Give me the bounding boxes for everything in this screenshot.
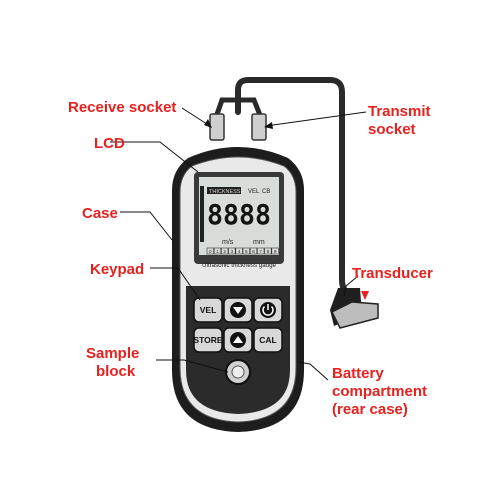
cable-fork — [212, 97, 265, 121]
lcd-unit-ms: m/s — [222, 239, 234, 246]
device-label: Ultrasonic thickness gauge — [202, 262, 277, 269]
lcd-digit-box — [228, 247, 236, 255]
battery-label-line2: compartment — [332, 383, 427, 400]
lcd-digit-cell: 4 — [238, 249, 241, 254]
battery-label-line3: (rear case) — [332, 401, 408, 418]
receive-socket-label: Receive socket — [68, 99, 176, 116]
lcd-mode-label: THICKNESS — [209, 189, 241, 195]
lcd-digit-cell: 8 — [267, 249, 270, 254]
lcd-digit-cell: 9 — [274, 249, 277, 254]
vel-key[interactable]: VEL — [193, 297, 223, 323]
keypad-label: Keypad — [90, 261, 144, 278]
cal-key[interactable]: CAL — [253, 327, 283, 353]
lcd-vel-label: VEL — [248, 189, 260, 195]
sample-block-label-line1: Sample — [86, 345, 139, 362]
transmit-socket-label-line2: socket — [368, 121, 416, 138]
keypad: VEL STORE CAL — [193, 297, 283, 353]
lcd-unit-mm: mm — [253, 239, 265, 246]
receive-socket-connector — [209, 113, 225, 141]
lcd-digit-cell: 6 — [252, 249, 255, 254]
lcd-digit-box — [264, 247, 272, 255]
battery-label-line1: Battery — [332, 365, 384, 382]
lcd-digit-cell: 3 — [231, 249, 234, 254]
callout-lines — [110, 107, 367, 381]
lcd-digit-cell: 1 — [216, 249, 219, 254]
transducer-label: Transducer — [352, 265, 433, 282]
transmit-socket-label-line1: Transmit — [368, 103, 431, 120]
lcd-digit-box — [206, 247, 214, 255]
vel-key-label: VEL — [200, 305, 217, 315]
lcd-digit-cell: 7 — [259, 249, 262, 254]
transducer-probe — [330, 288, 379, 329]
down-key[interactable] — [223, 297, 253, 323]
sample-block — [225, 359, 251, 385]
lcd-label: LCD — [94, 135, 125, 152]
lcd-digit-cell: 0 — [209, 249, 212, 254]
lcd-digit-box — [235, 247, 243, 255]
case-label: Case — [82, 205, 118, 222]
lcd-digit-box — [213, 247, 222, 255]
power-key[interactable] — [253, 297, 283, 323]
lcd-cb-label: CB — [262, 189, 270, 195]
up-key[interactable] — [223, 327, 253, 353]
lcd-digit-cell: 5 — [245, 249, 248, 254]
lcd-digit-cell: 2 — [223, 249, 226, 254]
lcd-digit-box — [221, 247, 229, 255]
sample-block-label-line2: block — [96, 363, 136, 380]
lcd-digit-box — [271, 247, 279, 255]
callout-arrowheads — [204, 119, 369, 300]
cal-key-label: CAL — [259, 335, 276, 345]
lcd-digits: 8888 — [207, 198, 271, 231]
lcd-digit-box — [249, 247, 258, 255]
lcd-digit-box — [242, 247, 250, 255]
transmit-socket-connector — [251, 113, 267, 141]
store-key[interactable]: STORE — [193, 327, 223, 353]
store-key-label: STORE — [193, 335, 222, 345]
lcd-digit-box — [257, 247, 265, 255]
